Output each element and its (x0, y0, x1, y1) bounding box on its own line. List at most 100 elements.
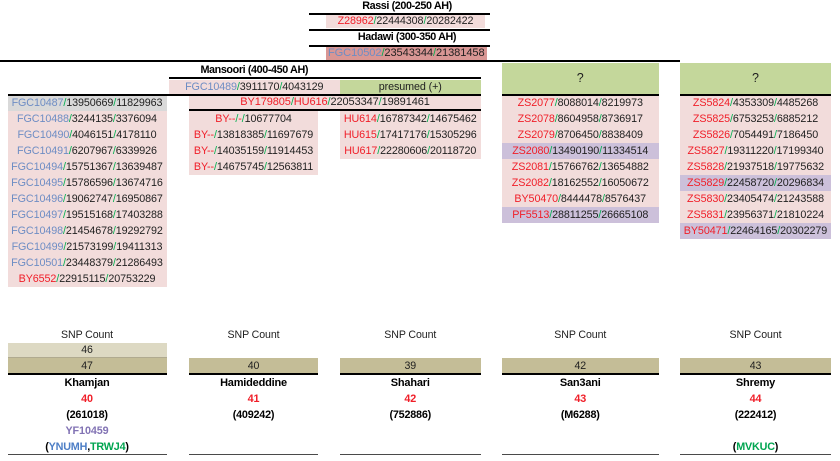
snp-name: ZS5829 (687, 177, 725, 190)
slash-separator: / (62, 192, 66, 205)
footer-bottom-rule (7, 453, 167, 456)
position-value: 23956371 (727, 208, 775, 221)
position-value: 6207967 (71, 145, 113, 158)
hadawi-snp-row: FGC10502/23543344/21381458 (326, 46, 487, 60)
mansoori-era-label: Mansoori (400-450 AH) (200, 63, 309, 76)
slash-separator: / (235, 113, 239, 126)
sample-code-part: ( (45, 440, 49, 453)
position-value: 21937518 (727, 161, 775, 174)
snp-name: ZS2081 (511, 161, 549, 174)
position-value: 22280606 (380, 145, 428, 158)
snp-row: BY--/14675745/12563811 (189, 159, 318, 176)
slash-separator: / (105, 272, 109, 285)
branch-header-row: BY179805/HU616/22053347/19891461 (189, 95, 481, 110)
sample-codes: (YNUMH,TRWJ4) (8, 439, 167, 455)
position-value: 20118720 (430, 145, 477, 158)
snp-row: ZS5830/23405474/21243588 (680, 191, 831, 207)
slash-separator: / (112, 177, 116, 190)
slash-separator: / (598, 129, 602, 142)
slash-separator: / (777, 224, 781, 237)
slash-separator: / (554, 113, 558, 126)
kit-number: (222412) (734, 409, 777, 422)
position-value: 15786596 (65, 177, 113, 190)
slash-separator: / (554, 129, 558, 142)
footer-bottom-rule (680, 453, 831, 456)
snp-name: Z28962 (337, 15, 374, 28)
kit-number: (752886) (389, 409, 432, 422)
slash-separator: / (62, 208, 66, 221)
snp-name: ZS5827 (687, 145, 725, 158)
position-value: 4046151 (72, 129, 114, 142)
position-value: 13490190 (552, 145, 600, 158)
sample-code-part: ) (125, 440, 129, 453)
footer-bottom-rule (501, 453, 659, 456)
position-value: 23543344 (384, 47, 433, 60)
border-under-hadawi (309, 44, 490, 47)
slash-separator: / (290, 96, 294, 109)
position-value: 16050672 (601, 177, 649, 190)
slash-separator: / (426, 113, 430, 126)
snp-row: FGC10495/15786596/13674716 (7, 175, 167, 191)
snp-name: FGC10501 (11, 256, 63, 269)
slash-separator: / (112, 192, 116, 205)
snp-name: ZS5828 (687, 161, 725, 174)
slash-separator: / (774, 97, 777, 110)
slash-separator: / (729, 129, 733, 142)
slash-separator: / (112, 145, 116, 158)
snp-row: PF5513/28811255/26665108 (501, 206, 659, 223)
position-value: 13818385 (216, 129, 264, 142)
slash-separator: / (373, 15, 377, 28)
position-value: 3376094 (115, 113, 157, 126)
position-value: 8736917 (601, 113, 643, 126)
snp-row: ZS5825/6753253/6885212 (680, 111, 831, 128)
branch-name: San3ani (559, 377, 601, 390)
border-under-count (339, 373, 481, 376)
slash-separator: / (63, 97, 67, 110)
position-value: 8604958 (557, 113, 599, 126)
position-value: 21243588 (776, 192, 824, 205)
snp-name: FGC10490 (17, 129, 70, 142)
position-value: 4353309 (732, 97, 775, 110)
snp-row: ZS2077/8088014/8219973 (501, 95, 659, 112)
slash-separator: / (214, 145, 217, 158)
position-value: 7186450 (776, 129, 819, 142)
sample-code-part: , (87, 440, 90, 453)
slash-separator: / (378, 96, 382, 109)
slash-separator: / (554, 97, 558, 110)
sample-code-part: ) (774, 440, 779, 453)
snp-row: FGC10490/4046151/4178110 (7, 127, 167, 144)
slash-separator: / (432, 47, 436, 60)
slash-separator: / (426, 129, 430, 142)
snp-count-label: SNP Count (227, 328, 280, 341)
position-value: 26665108 (601, 208, 649, 221)
snp-row: ZS2079/8706450/8838409 (501, 127, 659, 144)
snp-count-label: SNP Count (384, 328, 437, 341)
position-value: 11829963 (116, 97, 163, 110)
position-value: 17417176 (379, 129, 427, 142)
snp-row: FGC10488/3244135/3376094 (7, 111, 167, 128)
snp-row: BY--/14035159/11914453 (189, 143, 318, 160)
snp-name: FGC10494 (11, 161, 63, 174)
kit-number: (409242) (232, 409, 275, 422)
slash-separator: / (549, 208, 553, 221)
footer-bottom-rule (189, 453, 318, 456)
snp-row: ZS5824/4353309/4485268 (680, 95, 831, 112)
slash-separator: / (774, 113, 777, 126)
border-under-count (501, 373, 659, 376)
snp-name: BY-- (215, 113, 236, 126)
snp-name: HU615 (343, 129, 377, 142)
position-value: 22915115 (59, 272, 106, 285)
slash-separator: / (377, 145, 381, 158)
snp-row: ZS2081/15766762/13654882 (501, 159, 659, 176)
slash-separator: / (113, 97, 117, 110)
border-top-level2 (0, 60, 680, 62)
sample-code-part: YNUMH (48, 440, 88, 453)
slash-separator: / (774, 192, 777, 205)
position-value: 13639487 (115, 161, 163, 174)
snp-row: HU614/16787342/14675462 (339, 111, 481, 128)
position-value: 21573199 (66, 240, 114, 253)
snp-row: FGC10498/21454678/19292792 (7, 222, 167, 239)
slash-separator: / (773, 145, 777, 158)
snp-count-label: SNP Count (554, 328, 607, 341)
position-value: 20302279 (780, 224, 828, 237)
